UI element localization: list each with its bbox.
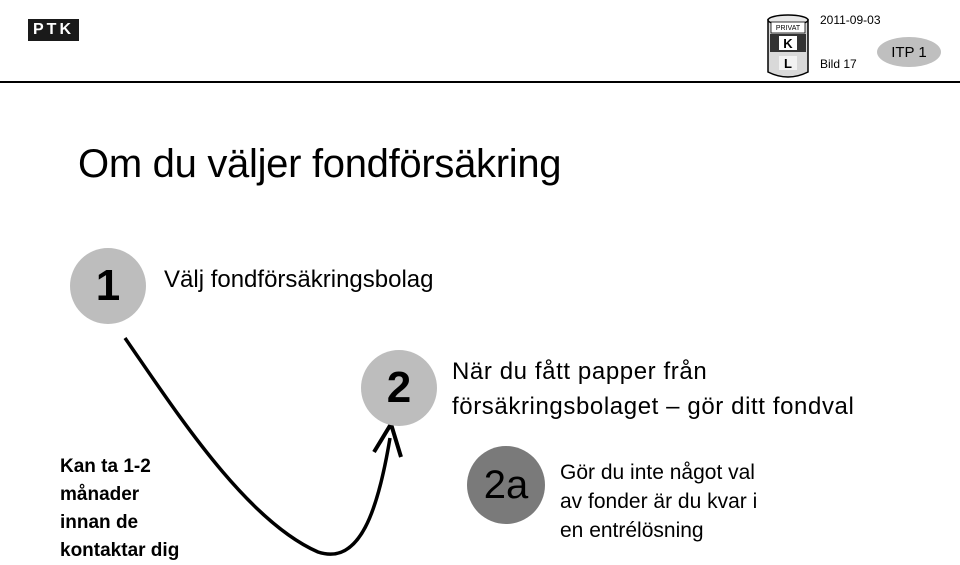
step-2-text: När du fått papper från försäkringsbolag… [452, 354, 854, 424]
pkl-mid-letter: K [783, 36, 793, 51]
step-1-text: Välj fondförsäkringsbolag [164, 266, 434, 293]
step-1-badge: 1 [70, 248, 146, 324]
timing-note-line: Kan ta 1-2 [60, 456, 151, 477]
ptk-logo: PTK [28, 19, 79, 41]
step-2-line: När du fått papper från [452, 358, 708, 385]
slide-number: Bild 17 [820, 57, 857, 71]
step-2-line: försäkringsbolaget – gör ditt fondval [452, 393, 855, 420]
timing-note-line: kontaktar dig [60, 540, 180, 561]
timing-note-line: innan de [60, 512, 139, 533]
step-2a-badge: 2a [467, 446, 545, 524]
privat-kl-logo: PRIVAT K L [767, 14, 809, 78]
timing-note: Kan ta 1-2 månader innan de kontaktar di… [60, 453, 179, 565]
step-2a-line: Gör du inte något val [560, 461, 755, 484]
slide-date: 2011-09-03 [820, 13, 881, 27]
pkl-top-label: PRIVAT [776, 25, 801, 32]
step-2a-text: Gör du inte något val av fonder är du kv… [560, 458, 757, 545]
step-2a-line: en entrélösning [560, 519, 704, 542]
pkl-bottom-letter: L [784, 56, 792, 71]
step-2-badge: 2 [361, 350, 437, 426]
itp-badge: ITP 1 [877, 37, 941, 67]
timing-note-line: månader [60, 484, 140, 505]
slide-title: Om du väljer fondförsäkring [78, 142, 562, 186]
step-2a-line: av fonder är du kvar i [560, 490, 758, 513]
header-divider [0, 81, 960, 83]
